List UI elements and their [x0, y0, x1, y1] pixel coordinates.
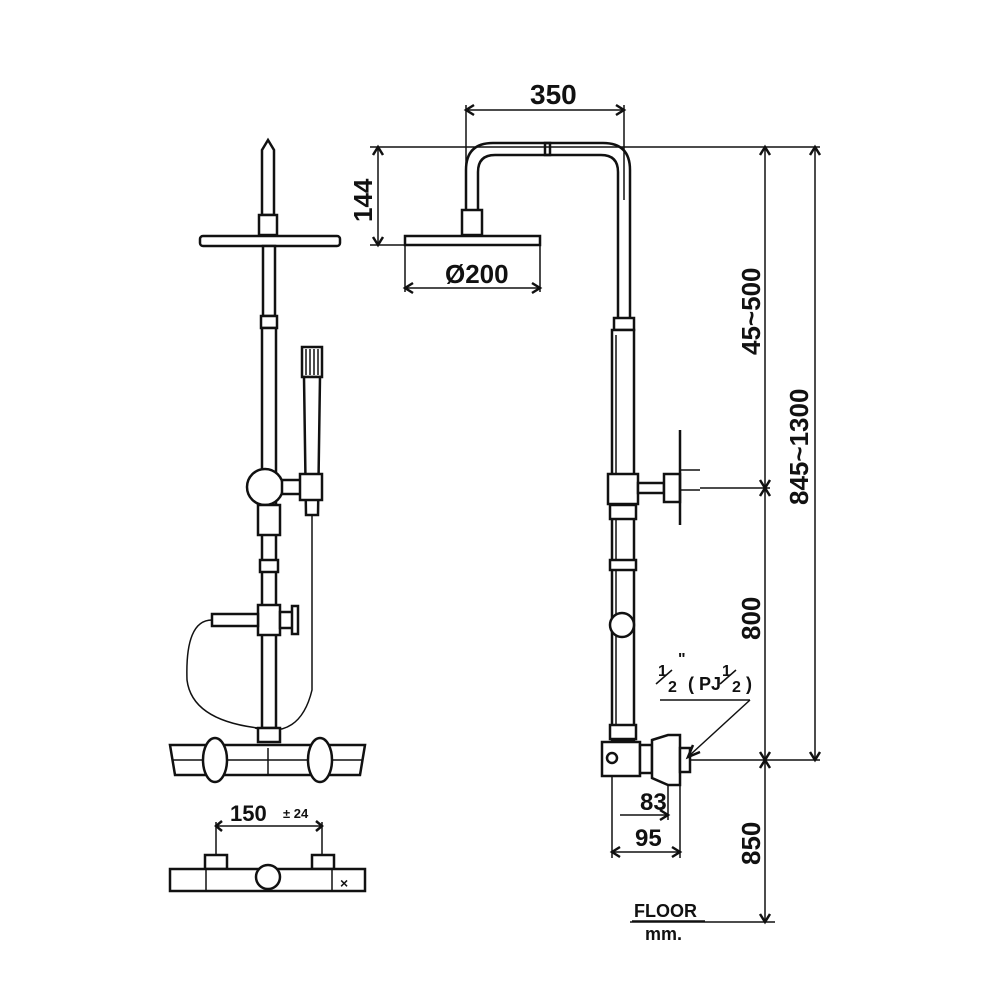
- front-mixer-handle-left: [201, 736, 229, 784]
- side-shower-head: [403, 234, 542, 247]
- side-diverter: [608, 611, 636, 639]
- front-slider-body: [256, 503, 282, 537]
- front-pipe-joint: [259, 314, 279, 330]
- footer-notes: FLOOR mm.: [632, 901, 705, 944]
- side-mixer-connector: [638, 743, 654, 775]
- mixer-outlet: [254, 863, 282, 891]
- side-wall-bracket-clamp: [606, 472, 640, 506]
- dim-floor-height: 850: [736, 822, 766, 865]
- front-view: [168, 137, 367, 784]
- front-hand-holder: [298, 472, 324, 502]
- front-diverter-knob: [290, 604, 300, 636]
- dim-height-upper: 45~500: [736, 268, 766, 355]
- front-hose-loop: [186, 619, 259, 729]
- side-view: [403, 141, 700, 787]
- side-inlet-eccentric: [650, 733, 682, 787]
- side-arm-outer: [464, 141, 632, 318]
- floor-label: FLOOR: [634, 901, 697, 921]
- mixer-spacing-label: 150: [230, 801, 267, 826]
- svg-text:2: 2: [668, 679, 677, 696]
- svg-text:2: 2: [732, 679, 741, 696]
- mixer-tolerance-label: ± 24: [283, 806, 309, 821]
- front-base-joint: [256, 726, 282, 744]
- front-hose-outlet: [210, 612, 260, 628]
- svg-text:×: ×: [340, 875, 348, 891]
- front-joint-a: [258, 558, 280, 574]
- mixer-inlet-left: [203, 853, 229, 871]
- side-joint-b: [608, 558, 638, 572]
- svg-text:( PJ: ( PJ: [688, 674, 721, 694]
- mixer-inlet-right: [310, 853, 336, 871]
- svg-text:): ): [746, 674, 752, 694]
- svg-text:": ": [678, 651, 686, 668]
- side-joint-a: [608, 503, 638, 521]
- thread-spec: 1 2 " ( PJ 1 2 ): [655, 651, 752, 760]
- dim-inlet-95: 95: [635, 825, 662, 852]
- front-diverter-body: [256, 603, 282, 637]
- dim-top-width: 350: [530, 79, 577, 110]
- dim-overall-range: 845~1300: [784, 389, 814, 505]
- front-overhead-plate: [198, 234, 342, 248]
- dimension-lines: 350 144 Ø200 45~500 800 850 845~1300: [348, 79, 822, 925]
- side-head-connector: [460, 208, 484, 237]
- front-hand-shower-head: [300, 345, 324, 379]
- front-slider-ball: [245, 467, 285, 507]
- front-rod-tip: [260, 137, 276, 217]
- svg-text:1: 1: [658, 663, 667, 680]
- mixer-top-view: 150 ± 24 ×: [168, 801, 367, 893]
- front-upper-pipe: [261, 244, 277, 318]
- side-pipe-joint: [612, 316, 636, 332]
- side-wall-bracket-plate: [662, 472, 682, 504]
- svg-text:1: 1: [722, 663, 731, 680]
- side-base-joint: [608, 723, 638, 741]
- dim-bracket-height: 800: [736, 597, 766, 640]
- side-wall-bracket-arm: [636, 481, 666, 495]
- dim-head-diameter: Ø200: [445, 259, 509, 289]
- side-inlet-thread: [678, 746, 692, 774]
- front-mixer-handle-right: [306, 736, 334, 784]
- dim-inlet-83: 83: [640, 789, 667, 816]
- front-head-connector: [257, 213, 279, 237]
- unit-label: mm.: [645, 924, 682, 944]
- dim-head-offset: 144: [348, 178, 378, 222]
